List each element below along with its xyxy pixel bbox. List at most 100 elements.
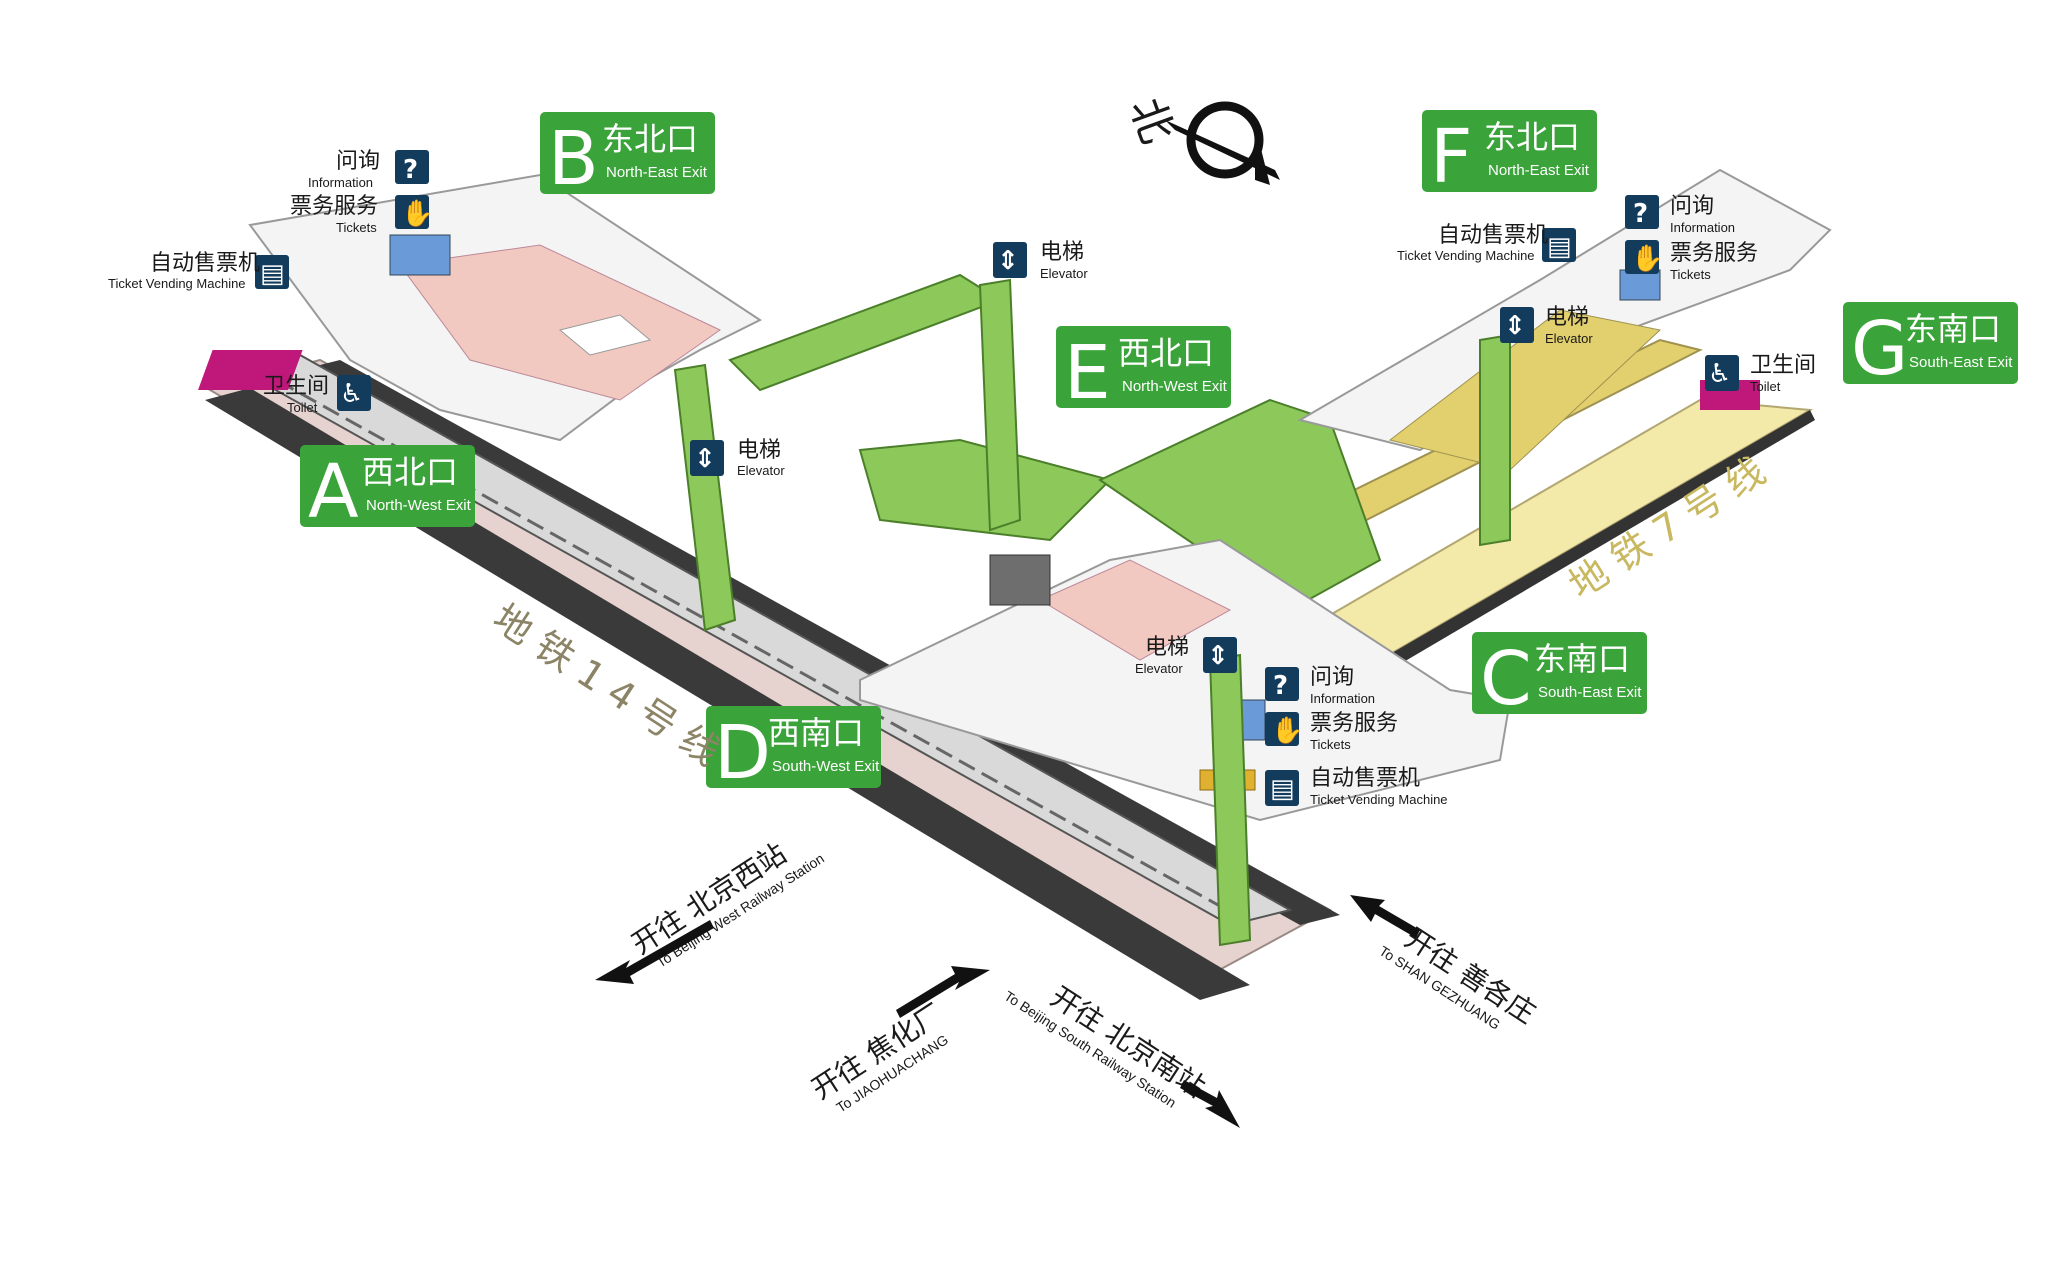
svg-text:⇕: ⇕ <box>1207 641 1229 671</box>
elevator-shafts <box>673 278 1511 947</box>
svg-text:♿: ♿ <box>1708 359 1731 389</box>
svg-text:?: ? <box>1633 199 1648 229</box>
facility-elevator-east: ⇕ 电梯 Elevator <box>1500 305 1593 346</box>
facility-info-west: ? 问询 Information <box>308 149 429 190</box>
exit-name-cn: 西北口 <box>362 453 458 491</box>
arrow-up-right-icon <box>896 966 990 1018</box>
ticket-service-icon <box>1265 712 1299 746</box>
exit-letter: B <box>548 116 599 202</box>
facility-info-south: ? 问询 Information <box>1265 665 1375 706</box>
exit-name-cn: 西南口 <box>768 714 864 752</box>
exit-letter: C <box>1480 636 1532 722</box>
svg-text:卫生间: 卫生间 <box>1750 353 1816 378</box>
svg-text:⇕: ⇕ <box>1504 311 1526 341</box>
exit-letter: F <box>1430 114 1473 200</box>
svg-text:Tickets: Tickets <box>336 220 377 235</box>
exit-F[interactable]: F 东北口 North-East Exit <box>1422 110 1597 200</box>
svg-text:卫生间: 卫生间 <box>263 374 329 399</box>
facility-toilet-west: ♿ 卫生间 Toilet <box>263 374 371 415</box>
svg-text:♿: ♿ <box>340 379 363 409</box>
exit-name-cn: 东北口 <box>602 120 698 158</box>
toilet-icon <box>337 375 371 411</box>
connector-passage <box>728 273 1382 612</box>
ticket-service-icon <box>395 195 429 229</box>
elevator-icon <box>690 440 724 476</box>
facility-tvm-south: ▤ 自动售票机 Ticket Vending Machine <box>1265 766 1448 807</box>
direction-shangezhuang: 开往 善各庄 To SHAN GEZHUANG <box>1376 921 1541 1032</box>
exit-name-cn: 西北口 <box>1118 334 1214 372</box>
svg-text:Tickets: Tickets <box>1670 267 1711 282</box>
svg-text:Elevator: Elevator <box>1040 266 1088 281</box>
svg-text:▤: ▤ <box>1547 232 1572 262</box>
ticket-machine-icon <box>255 255 289 289</box>
svg-text:Information: Information <box>1670 220 1735 235</box>
svg-text:Ticket Vending Machine: Ticket Vending Machine <box>1310 792 1448 807</box>
svg-text:⇕: ⇕ <box>694 444 716 474</box>
elevator-icon <box>1203 637 1237 673</box>
exit-letter: A <box>308 449 359 535</box>
question-icon <box>1265 667 1299 701</box>
arrow-right-icon <box>1180 1080 1240 1128</box>
ticket-machine-icon <box>1542 228 1576 262</box>
svg-text:✋: ✋ <box>401 198 433 229</box>
exit-name-en: South-West Exit <box>772 758 880 775</box>
svg-text:自动售票机: 自动售票机 <box>1310 766 1420 791</box>
exit-name-en: North-West Exit <box>1122 378 1228 395</box>
svg-text:✋: ✋ <box>1631 243 1663 274</box>
exit-D[interactable]: D 西南口 South-West Exit <box>706 706 881 796</box>
exit-letter: D <box>714 710 771 796</box>
arrow-left-icon <box>1350 895 1420 938</box>
exit-E[interactable]: E 西北口 North-West Exit <box>1056 326 1231 416</box>
svg-text:Toilet: Toilet <box>287 400 318 415</box>
exit-name-cn: 东南口 <box>1534 640 1630 678</box>
south-concourse <box>859 538 1512 822</box>
exit-A[interactable]: A 西北口 North-West Exit <box>300 445 475 535</box>
exit-B[interactable]: B 东北口 North-East Exit <box>540 112 715 202</box>
facility-info-east: ? 问询 Information <box>1625 194 1735 235</box>
svg-text:Elevator: Elevator <box>1545 331 1593 346</box>
line14-platform-area <box>205 353 1340 1000</box>
svg-text:Information: Information <box>308 175 373 190</box>
exit-name-cn: 东南口 <box>1905 310 2001 348</box>
question-icon <box>395 150 429 184</box>
facility-tickets-east: ✋ 票务服务 Tickets <box>1625 240 1758 282</box>
exit-C[interactable]: C 东南口 South-East Exit <box>1472 632 1647 722</box>
compass: 北 <box>1120 91 1280 185</box>
elevator-icon <box>1500 307 1534 343</box>
compass-north-label: 北 <box>1120 91 1183 150</box>
svg-text:?: ? <box>1273 671 1288 701</box>
svg-text:电梯: 电梯 <box>1545 305 1589 330</box>
facility-elevator-west: ⇕ 电梯 Elevator <box>690 438 785 478</box>
svg-text:电梯: 电梯 <box>1040 240 1084 265</box>
svg-text:Ticket Vending Machine: Ticket Vending Machine <box>1397 248 1535 263</box>
svg-text:问询: 问询 <box>1670 194 1714 219</box>
svg-text:问询: 问询 <box>1310 665 1354 690</box>
svg-text:票务服务: 票务服务 <box>1670 241 1758 266</box>
elevator-icon <box>993 242 1027 278</box>
svg-text:票务服务: 票务服务 <box>290 194 378 219</box>
facility-tickets-west: ✋ 票务服务 Tickets <box>290 194 433 235</box>
svg-text:?: ? <box>403 155 418 185</box>
svg-text:⇕: ⇕ <box>997 246 1019 276</box>
exit-name-en: North-East Exit <box>606 164 708 181</box>
ticket-machine-icon <box>1265 770 1299 806</box>
exit-letter: E <box>1064 330 1111 416</box>
question-icon <box>1625 195 1659 229</box>
svg-text:票务服务: 票务服务 <box>1310 711 1398 736</box>
exit-name-en: South-East Exit <box>1909 354 2013 371</box>
svg-text:Ticket Vending Machine: Ticket Vending Machine <box>108 276 246 291</box>
svg-text:Information: Information <box>1310 691 1375 706</box>
arrow-left-icon <box>595 920 714 984</box>
svg-text:问询: 问询 <box>336 149 380 174</box>
west-concourse <box>198 173 762 442</box>
facility-tickets-south: ✋ 票务服务 Tickets <box>1265 711 1398 752</box>
exit-name-en: North-West Exit <box>366 497 472 514</box>
svg-text:电梯: 电梯 <box>737 438 781 463</box>
exit-G[interactable]: G 东南口 South-East Exit <box>1843 302 2018 392</box>
svg-text:✋: ✋ <box>1271 715 1303 746</box>
exit-letter: G <box>1851 306 1908 392</box>
direction-jiaohuachang: 开往 焦化厂 To JIAOHUACHANG <box>806 997 951 1115</box>
svg-text:▤: ▤ <box>260 259 285 289</box>
svg-text:Toilet: Toilet <box>1750 379 1781 394</box>
